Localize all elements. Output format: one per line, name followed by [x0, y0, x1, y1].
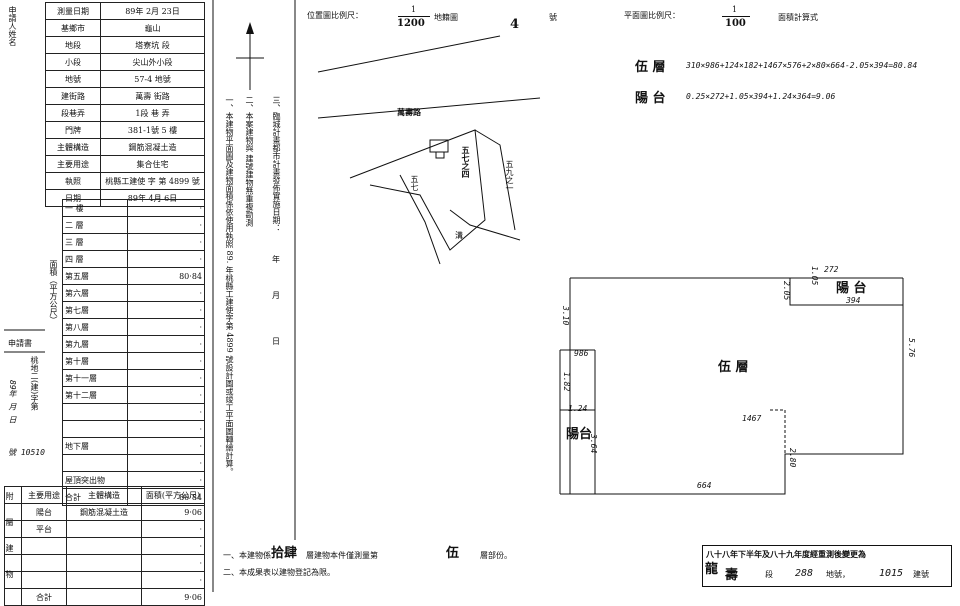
plan-scale-label: 平面圖比例尺： — [624, 11, 680, 20]
note-one: 一、本建物平面圖及建物面積係依使用執照 89. 年桃縣工建使字第 4899 號設… — [225, 96, 234, 476]
location-scale-label: 位置圖比例尺： — [307, 11, 363, 20]
dim-105: 1.05 — [810, 266, 819, 286]
note-two: 二、本案建物與 建號建物無重複勘測 — [245, 96, 254, 227]
floor-row: · — [62, 403, 205, 421]
basic-row: 主體構造鋼筋混凝土造 — [45, 138, 205, 156]
footer-note1-prefix: 一、本建物係 — [223, 551, 271, 560]
location-scale-num: 1 — [411, 5, 417, 14]
plan-scale-bar — [722, 16, 750, 17]
floor-row: · — [62, 420, 205, 438]
footer-note1-suffix: 層部份。 — [480, 551, 512, 560]
plan-balcony-left-label: 陽台 — [566, 427, 593, 442]
map-road-label: 萬壽路 — [397, 107, 421, 117]
note-day: 日 — [272, 337, 280, 346]
basic-row: 地段塔寮坑 段 — [45, 36, 205, 54]
stamp-line1: 八十八年下半年及八十九年度經重測後變更為 — [706, 549, 866, 559]
dim-182: 1.82 — [562, 372, 571, 392]
calc-floor-formula: 310×986+124×182+1467×576+2×80×664-2.05×3… — [686, 61, 918, 70]
floor-row: 第六層· — [62, 284, 205, 302]
stamp-sect-a: 龍 — [705, 562, 719, 577]
floor-row: 地下層· — [62, 437, 205, 455]
dim-310: 3.10 — [561, 306, 570, 326]
stamp-sect-b: 壽 — [725, 568, 739, 583]
footer-note1-mid: 層建物本件僅測量第 — [306, 551, 378, 560]
calc-balcony-label: 陽 台 — [635, 91, 666, 106]
frame-lines — [4, 0, 296, 592]
area-calc-label: 面積計算式 — [778, 13, 818, 22]
area-label: 面積（平方公尺） — [49, 260, 58, 324]
plan-balcony-top-label: 陽 台 — [836, 281, 867, 296]
appendage-row: · — [4, 571, 205, 589]
dim-124: 1.24 — [568, 404, 588, 413]
stamp-bldg: 1015 — [879, 568, 904, 579]
note-month: 月 — [272, 291, 280, 300]
map-sheet-suffix: 號 — [549, 13, 557, 22]
map-ditch-label: 溝 — [455, 231, 463, 240]
application-no: 號 10510 — [8, 448, 45, 457]
stamp-bldg-suffix: 建號 — [913, 570, 929, 579]
floor-plan — [559, 277, 904, 495]
dim-664: 664 — [697, 481, 712, 490]
dim-272: 272 — [824, 265, 839, 274]
appendage-row: · — [4, 554, 205, 572]
appendage-row: · — [4, 537, 205, 555]
appendage-side-label: 附屬建物 — [5, 492, 14, 596]
floor-row: 第八層· — [62, 318, 205, 336]
map-lot-label: 五七之四 — [461, 146, 471, 178]
dim-280: 2.80 — [788, 448, 797, 468]
dim-205: 2.05 — [782, 281, 791, 301]
calc-balcony-formula: 0.25×272+1.05×394+1.24×364=9.06 — [686, 92, 836, 101]
dim-394: 394 — [846, 296, 861, 305]
applicant-label: 申請人姓名 — [8, 6, 17, 46]
stamp-lot: 288 — [795, 568, 814, 579]
calc-floor-label: 伍 層 — [635, 60, 666, 75]
dim-364: 3.64 — [589, 434, 598, 454]
footer-floor-measured: 伍 — [446, 546, 460, 561]
stamp-lot-suffix: 地號， — [826, 570, 850, 579]
plan-scale-den: 100 — [725, 18, 746, 29]
plan-floor-label: 伍 層 — [718, 360, 749, 375]
location-scale-den: 1200 — [397, 18, 425, 29]
dim-986: 986 — [574, 349, 589, 358]
dim-576: 5.76 — [907, 338, 916, 358]
compass-arrow — [236, 22, 264, 90]
map-lot2-label: 五九之一 — [505, 160, 514, 192]
map-small-label: 五七 — [410, 175, 419, 191]
floor-row: 第十層· — [62, 352, 205, 370]
application-date: 89年 月 日 — [8, 380, 17, 424]
footer-note2: 二、本成果表以建物登記為限。 — [223, 568, 335, 577]
map-sheet-label: 地籍圖 — [434, 13, 458, 22]
floor-row: 一 樓· — [62, 199, 205, 217]
permit-no-label: 桃地二(建)字第 — [30, 356, 39, 411]
floor-row: 二 層· — [62, 216, 205, 234]
plan-scale-num: 1 — [732, 5, 738, 14]
note-three: 三、臨城計畫都市計畫發佈實施日期： — [272, 96, 281, 232]
dim-1467: 1467 — [742, 414, 762, 423]
renumber-stamp: 八十八年下半年及八十九年度經重測後變更為 龍 壽 段 288 地號， 1015 … — [702, 545, 952, 587]
footer-floors-total: 拾肆 — [271, 546, 298, 561]
stamp-sect-c: 段 — [765, 570, 773, 579]
location-map — [317, 35, 541, 265]
map-sheet-no: 4 — [510, 17, 520, 32]
note-year: 年 — [272, 255, 280, 264]
application-label: 申請書 — [8, 339, 32, 348]
location-scale-bar — [398, 16, 430, 17]
